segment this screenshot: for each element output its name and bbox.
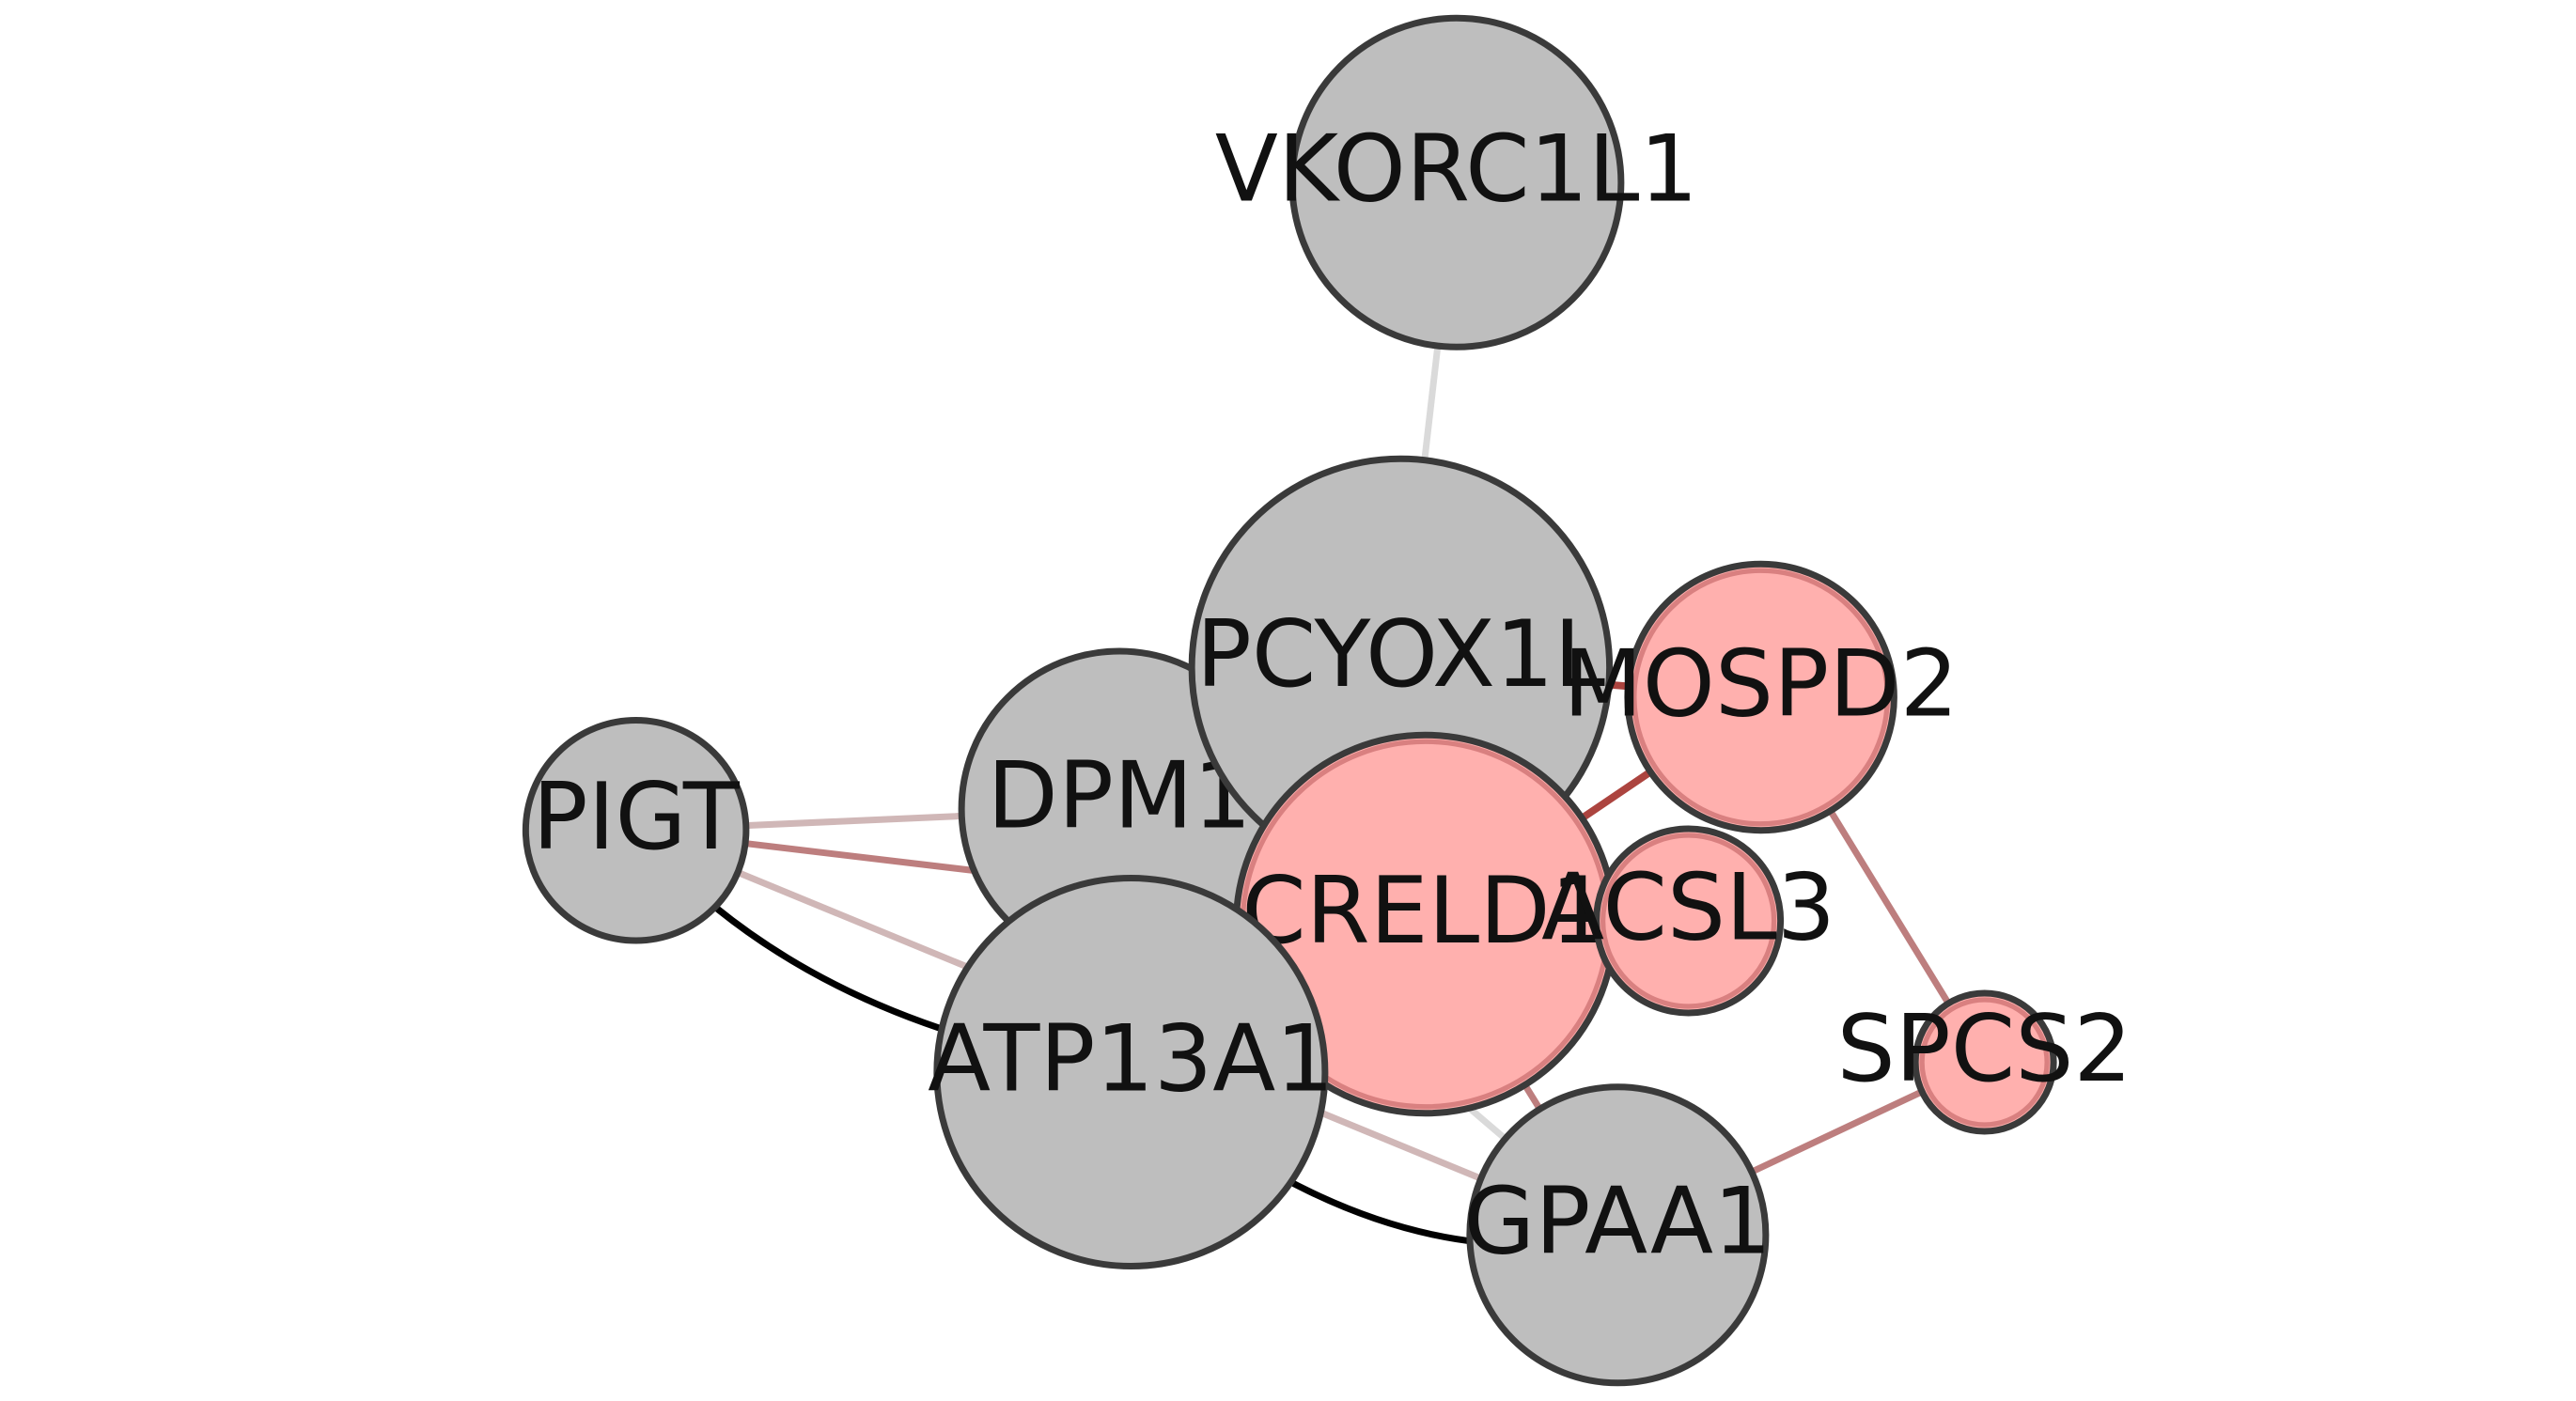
- node-label-creld1: CRELD1: [1241, 858, 1609, 965]
- node-label-spcs2: SPCS2: [1836, 996, 2131, 1103]
- node-label-vkorc1l1: VKORC1L1: [1215, 117, 1698, 224]
- node-label-dpm1: DPM1: [987, 742, 1251, 849]
- node-label-pcyox1l: PCYOX1L: [1196, 601, 1606, 708]
- node-circle-acsl3: [1593, 825, 1785, 1017]
- node-label-mospd2: MOSPD2: [1563, 630, 1959, 738]
- node-label-atp13a1: ATP13A1: [928, 1005, 1334, 1113]
- node-pigt[interactable]: PIGT: [522, 717, 750, 944]
- node-mospd2[interactable]: MOSPD2: [1563, 560, 1959, 834]
- node-vkorc1l1[interactable]: VKORC1L1: [1215, 14, 1698, 350]
- node-gpaa1[interactable]: GPAA1: [1463, 1083, 1772, 1387]
- highlight-ring-acsl3: [1600, 833, 1777, 1009]
- node-atp13a1[interactable]: ATP13A1: [928, 875, 1335, 1269]
- highlight-ring-mospd2: [1631, 568, 1890, 827]
- node-label-acsl3: ACSL3: [1541, 854, 1835, 961]
- node-spcs2[interactable]: SPCS2: [1836, 989, 2132, 1135]
- node-circle-vkorc1l1: [1288, 14, 1625, 350]
- highlight-ring-spcs2: [1919, 997, 2050, 1128]
- node-circle-gpaa1: [1466, 1083, 1770, 1387]
- node-circle-atp13a1: [933, 875, 1329, 1269]
- node-label-gpaa1: GPAA1: [1463, 1169, 1772, 1276]
- node-circle-mospd2: [1624, 560, 1897, 834]
- node-label-pigt: PIGT: [532, 764, 740, 871]
- node-acsl3[interactable]: ACSL3: [1541, 825, 1835, 1017]
- node-circle-spcs2: [1912, 989, 2057, 1135]
- node-circle-pigt: [522, 717, 750, 944]
